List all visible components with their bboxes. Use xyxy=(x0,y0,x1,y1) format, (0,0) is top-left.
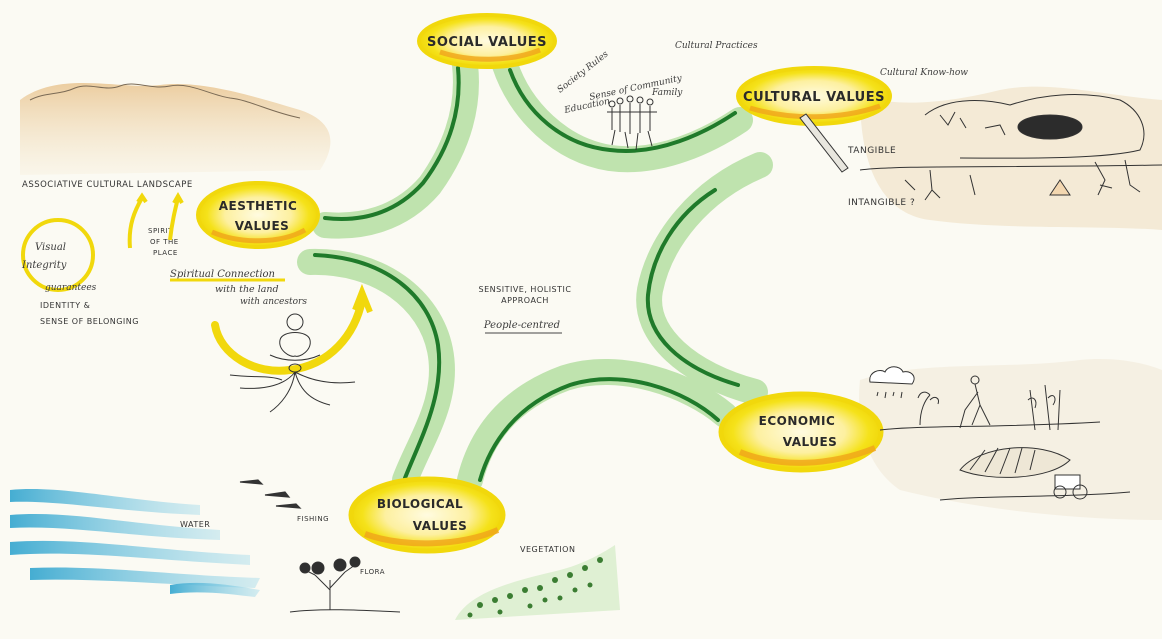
vegetation-sketch xyxy=(455,545,620,620)
meditation-sketch xyxy=(211,283,373,413)
note-associative-landscape: ASSOCIATIVE CULTURAL LANDSCAPE xyxy=(22,180,193,190)
farm-wash xyxy=(859,359,1162,520)
note-spirit-3: PLACE xyxy=(153,249,178,257)
note-identity: IDENTITY & xyxy=(40,301,90,310)
note-spirit-2: OF THE xyxy=(150,238,179,246)
fish-sketch xyxy=(239,479,302,509)
farming-sketch xyxy=(869,366,1131,501)
note-belonging: SENSE OF BELONGING xyxy=(40,317,139,326)
note-fishing: FISHING xyxy=(297,515,329,523)
artifact-sketch xyxy=(799,113,849,173)
water-illustration xyxy=(10,488,260,597)
center-line-3: People-centred xyxy=(483,320,560,331)
note-tangible: TANGIBLE xyxy=(847,146,896,156)
note-cultural-practices: Cultural Practices xyxy=(675,41,758,51)
rock-art-sketch xyxy=(859,94,1162,201)
community-sketch xyxy=(607,95,657,151)
biological-notes: WATER FISHING FLORA VEGETATION xyxy=(180,479,620,620)
cultural-notes: Cultural Know-how TANGIBLE INTANGIBLE ? xyxy=(799,68,1162,208)
center-line-1: SENSITIVE, HOLISTIC xyxy=(479,285,572,294)
note-flora: FLORA xyxy=(360,568,385,576)
aesthetic-notes: ASSOCIATIVE CULTURAL LANDSCAPE SPIRIT OF… xyxy=(21,180,373,413)
aesthetic-values-label-1: AESTHETIC xyxy=(219,199,298,213)
note-spiritual-connection: Spiritual Connection xyxy=(170,269,275,280)
biological-values-label-2: VALUES xyxy=(413,519,468,533)
aesthetic-values-node: AESTHETIC VALUES xyxy=(196,181,320,249)
visual-integrity-circle xyxy=(21,218,95,292)
economic-values-label-1: ECONOMIC xyxy=(759,414,836,428)
note-visual: Visual xyxy=(35,242,66,253)
center-line-2: APPROACH xyxy=(501,296,549,305)
note-with-ancestors: with ancestors xyxy=(240,297,307,307)
mountain-wash xyxy=(20,83,331,175)
note-cultural-know-how: Cultural Know-how xyxy=(880,68,968,78)
mountain-outline xyxy=(29,83,301,119)
economic-values-node: ECONOMIC VALUES xyxy=(718,391,884,473)
note-integrity: Integrity xyxy=(21,260,67,271)
aesthetic-values-label-2: VALUES xyxy=(235,219,290,233)
flora-sketch xyxy=(289,556,401,613)
note-spirit-1: SPIRIT xyxy=(148,227,173,235)
cultural-values-label: CULTURAL VALUES xyxy=(743,90,885,105)
social-values-node: SOCIAL VALUES xyxy=(417,13,557,69)
note-intangible: INTANGIBLE ? xyxy=(848,198,915,208)
cultural-values-node: CULTURAL VALUES xyxy=(736,66,892,126)
center-approach: SENSITIVE, HOLISTIC APPROACH People-cent… xyxy=(479,285,572,334)
note-guarantees: guarantees xyxy=(45,283,97,293)
biological-values-label-1: BIOLOGICAL xyxy=(377,497,463,511)
biological-values-node: BIOLOGICAL VALUES xyxy=(348,476,506,554)
note-water: WATER xyxy=(180,520,210,529)
spirit-arrows xyxy=(127,191,184,249)
petal-arcs xyxy=(297,52,773,493)
note-family: Family xyxy=(651,88,683,98)
note-vegetation: VEGETATION xyxy=(520,545,575,554)
social-values-label: SOCIAL VALUES xyxy=(427,35,547,50)
economic-values-label-2: VALUES xyxy=(783,435,838,449)
note-with-land: with the land xyxy=(215,284,279,295)
